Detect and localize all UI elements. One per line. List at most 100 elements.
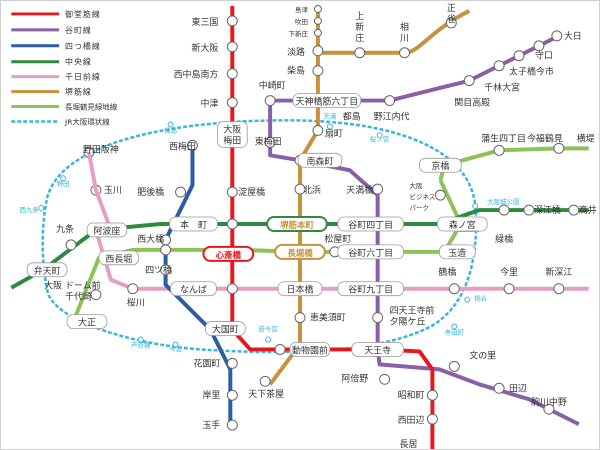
station-label: 大日: [564, 30, 582, 42]
station-dot-abeno[interactable]: [379, 373, 391, 385]
station-label: 北浜: [303, 185, 321, 196]
station-label: 動物園前: [292, 344, 328, 356]
station-label: 梅田: [223, 134, 241, 146]
station-dot-tsuruhashi[interactable]: [448, 283, 460, 295]
station-dot-kujo[interactable]: [65, 239, 77, 251]
station-dot-nishiohashi-2[interactable]: [160, 244, 172, 256]
station-dot-shojaku[interactable]: [445, 17, 457, 29]
station-dot-takaida[interactable]: [568, 204, 580, 216]
jr-label: 天満: [323, 112, 336, 120]
station-label: 谷町九丁目: [348, 285, 393, 296]
station-dot-gamo4[interactable]: [493, 144, 505, 156]
station-label: 長居: [400, 439, 418, 450]
station-dot-showacho[interactable]: [426, 389, 438, 401]
jr-label: 今宮: [169, 344, 182, 353]
station-dot-kishinosato[interactable]: [226, 389, 238, 401]
station-dot-noeuchindai[interactable]: [384, 95, 396, 107]
station-dot-honmachi[interactable]: [226, 218, 238, 230]
station-dot-nishitanabe[interactable]: [426, 413, 438, 425]
station-label: 下新庄: [289, 29, 309, 38]
tag-nagahoribashi[interactable]: 長堀橋: [274, 243, 326, 260]
station-label: なんば: [180, 285, 207, 296]
station-dot-higashiumeda[interactable]: [264, 136, 276, 148]
station-dot-hanazonocho[interactable]: [226, 357, 238, 369]
station-label: 東三国: [192, 16, 219, 28]
tag-nagahoribashi-label: 長堀橋: [287, 248, 313, 258]
station-dot-higobashi[interactable]: [175, 186, 187, 198]
station-dot-fukaebashi[interactable]: [523, 204, 535, 216]
jr-label: 桜ノ宮: [370, 134, 389, 143]
station-dot-yotsubashi[interactable]: [160, 264, 172, 276]
station-dot-tamade[interactable]: [226, 419, 238, 431]
station-dot-imazato[interactable]: [503, 283, 515, 295]
jr-label: 西九条: [19, 205, 39, 214]
station-label: 西田辺: [398, 415, 425, 426]
station-label: 雀: [447, 13, 456, 25]
station-dot-dobutsuenmae[interactable]: [274, 343, 286, 355]
station-dot-midoribashi[interactable]: [498, 204, 510, 216]
station-label: 谷町六丁目: [348, 247, 393, 259]
station-dot-obp[interactable]: [434, 189, 446, 201]
station-dot-nishiumeda[interactable]: [187, 139, 198, 151]
station-dot-senbayashi[interactable]: [493, 60, 505, 72]
station-dot-sakuragawa[interactable]: [127, 283, 139, 295]
station-dot-kitasenri[interactable]: [313, 4, 322, 13]
jr-stations: [38, 121, 479, 348]
station-dot-aikawa[interactable]: [399, 47, 411, 59]
station-dot-fuminosato[interactable]: [448, 360, 460, 372]
station-label: 玉川: [104, 185, 122, 196]
station-dot-kamishinjo[interactable]: [354, 47, 366, 59]
station-label: 天神橋筋六丁目: [296, 96, 359, 108]
station-dot-moriguchi[interactable]: [533, 40, 545, 52]
station-dot-shimoshinjo[interactable]: [313, 28, 322, 37]
legend-label-sennichimae: 千日前線: [65, 72, 101, 82]
station-dot-ogimachi[interactable]: [312, 124, 324, 136]
station-dot-yodoyabashi[interactable]: [226, 186, 238, 198]
station-dot-taishibashi[interactable]: [513, 50, 525, 62]
station-dot-suita[interactable]: [313, 16, 322, 25]
station-label: 中津: [200, 98, 218, 110]
station-dot-tenmabashi[interactable]: [372, 183, 384, 195]
station-dot-sekime[interactable]: [463, 75, 475, 87]
station-label: 大阪: [44, 280, 62, 292]
tag-sakaisuji-honmachi[interactable]: 堺筋本町: [266, 216, 328, 232]
station-dot-higashimikuni[interactable]: [226, 15, 238, 27]
station-dot-komagawanakano[interactable]: [543, 403, 555, 415]
station-dot-nishinakajima[interactable]: [226, 68, 238, 80]
station-dot-dainichi[interactable]: [551, 30, 563, 42]
station-dot-kitahama[interactable]: [294, 183, 306, 195]
tag-shinsaibashi[interactable]: 心斎橋: [202, 245, 255, 262]
jr-label: 新今宮: [258, 325, 277, 334]
station-label: 太子橋今市: [509, 66, 554, 78]
station-dot-tanabe[interactable]: [493, 382, 505, 394]
station-label: 横堤: [577, 132, 595, 144]
line-yotsubashi: [163, 140, 233, 430]
station-dot-awaji[interactable]: [312, 45, 324, 57]
station-label: 桜川: [127, 297, 145, 309]
station-label: 天王寺: [364, 345, 391, 356]
station-label: 相: [400, 21, 409, 33]
station-dot-shitennojimae[interactable]: [372, 312, 384, 324]
station-dot-domemae[interactable]: [90, 289, 102, 301]
station-dot-kunijima[interactable]: [312, 65, 324, 77]
station-label: 森ノ宮: [449, 219, 476, 231]
station-dot-shinosaka[interactable]: [226, 41, 238, 53]
station-label: 新深江: [545, 266, 572, 278]
station-label: 庄: [355, 32, 364, 44]
legend: 御堂筋線 谷町線 四つ橋線 中央線 千日前線 堺筋線 長堀鶴見緑地線 JR大阪環…: [11, 9, 118, 126]
legend-label-chuo: 中央線: [65, 57, 92, 67]
station-dot-namba[interactable]: [226, 283, 238, 295]
station-dot-imafukutsurumi[interactable]: [553, 142, 565, 154]
jr-labels: 福島 天満 桜ノ宮 野田 西九条 大阪城公園 桃谷 寺田町 新今宮 今宮 芦原橋: [19, 112, 519, 353]
station-label: 恵美須町: [310, 312, 346, 324]
station-label: 大阪: [223, 123, 241, 135]
station-dot-shinfukae[interactable]: [553, 283, 565, 295]
station-dot-ebisucho[interactable]: [294, 312, 306, 324]
station-label: 緑橋: [495, 233, 513, 245]
station-label: 鶴橋: [438, 266, 456, 278]
station-dot-nakatsu[interactable]: [226, 97, 238, 109]
station-label: 上: [355, 11, 364, 22]
station-dot-tengachaya[interactable]: [259, 375, 271, 387]
station-dot-nakazakicho[interactable]: [264, 95, 276, 107]
